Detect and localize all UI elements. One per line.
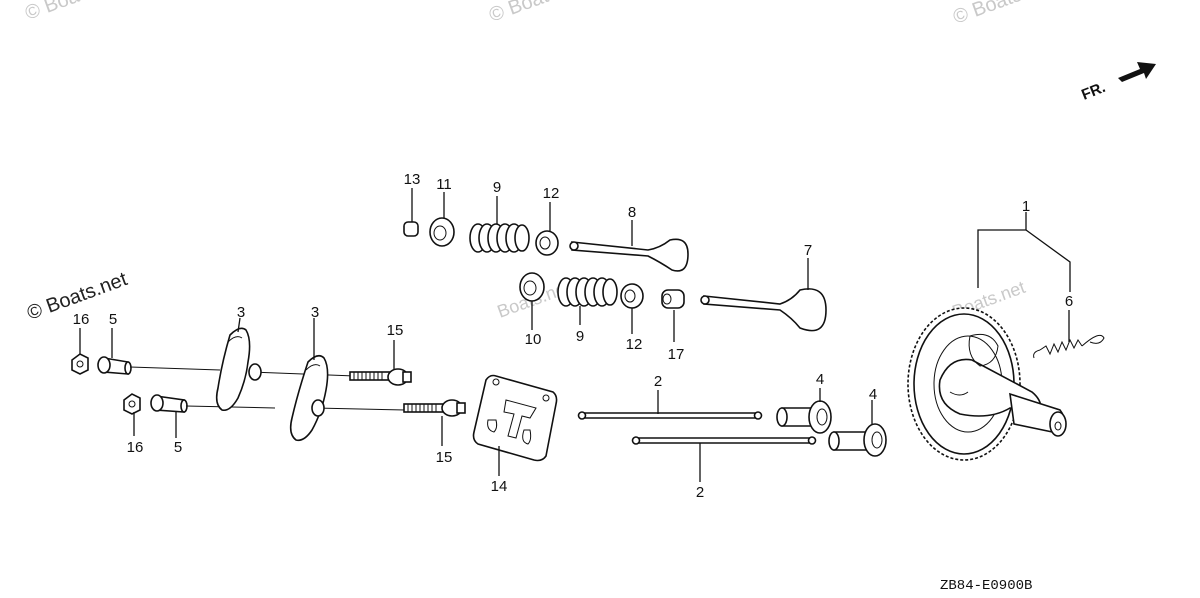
watermark-top-right: © Boats [950,0,1025,29]
part-7-valve-intake [700,288,827,332]
callout-9-upper: 9 [493,179,501,196]
callout-12-lower: 12 [626,336,643,353]
part-2-push-rod-upper [577,411,763,420]
callout-7: 7 [804,242,812,259]
callout-6: 6 [1065,293,1073,310]
part-3-rocker-arm-left [215,327,262,412]
part-2-push-rod-lower [631,436,817,445]
part-9-valve-spring-lower [557,277,618,307]
callout-4-lower: 4 [869,386,877,403]
callout-1: 1 [1022,198,1030,215]
callout-15-upper: 15 [387,322,404,339]
watermark-top-left: © Boats [22,0,97,25]
part-14-push-rod-guide-plate [472,374,558,462]
part-17-valve-stem-seal [661,289,685,309]
part-12-spring-seat-upper [535,230,559,256]
part-3-rocker-arm-right [289,354,329,442]
callout-5-upper: 5 [109,311,117,328]
part-16-nut-lower [123,393,141,415]
callout-15-lower: 15 [436,449,453,466]
callout-12-upper: 12 [543,185,560,202]
part-10-valve-seat [519,272,545,302]
callout-13: 13 [404,171,421,188]
callout-16-upper: 16 [73,311,90,328]
part-15-rocker-stud-lower [403,399,466,417]
callout-11: 11 [436,176,452,193]
part-9-valve-spring-upper [469,223,530,253]
front-arrow-icon [1118,62,1156,82]
part-1-camshaft-assembly [907,307,1067,461]
front-direction-indicator: FR. [1079,62,1156,104]
part-13-valve-cap [403,221,419,237]
callout-8: 8 [628,204,636,221]
part-4-valve-lifter-upper [776,400,832,434]
callout-2-upper: 2 [654,373,662,390]
part-15-rocker-stud-upper [349,368,412,386]
callout-14: 14 [491,478,508,495]
part-8-valve-exhaust [569,238,689,272]
part-5-pivot-lower [150,394,188,413]
callout-3-left: 3 [237,304,245,321]
watermark-top-center: © Boats [486,0,561,27]
callout-3-right: 3 [311,304,319,321]
front-label: FR. [1079,79,1108,104]
callout-2-lower: 2 [696,484,704,501]
part-11-spring-retainer [429,217,455,247]
part-6-decompressor-spring [1033,334,1105,359]
part-12-spring-seat-lower [620,283,644,309]
callout-5-lower: 5 [174,439,182,456]
callout-4-upper: 4 [816,371,824,388]
callout-9-lower: 9 [576,328,584,345]
drawing-code: ZB84-E0900B [940,578,1032,594]
leader-lines [79,188,1071,482]
callout-16-lower: 16 [127,439,144,456]
callout-labels: 1 2 2 3 3 4 4 5 5 6 7 8 9 9 10 11 12 12 … [73,171,1074,501]
part-5-pivot-upper [97,356,132,375]
part-16-nut-upper [71,353,89,375]
part-4-valve-lifter-lower [828,423,887,457]
callout-10: 10 [525,331,542,348]
callout-17: 17 [668,346,685,363]
